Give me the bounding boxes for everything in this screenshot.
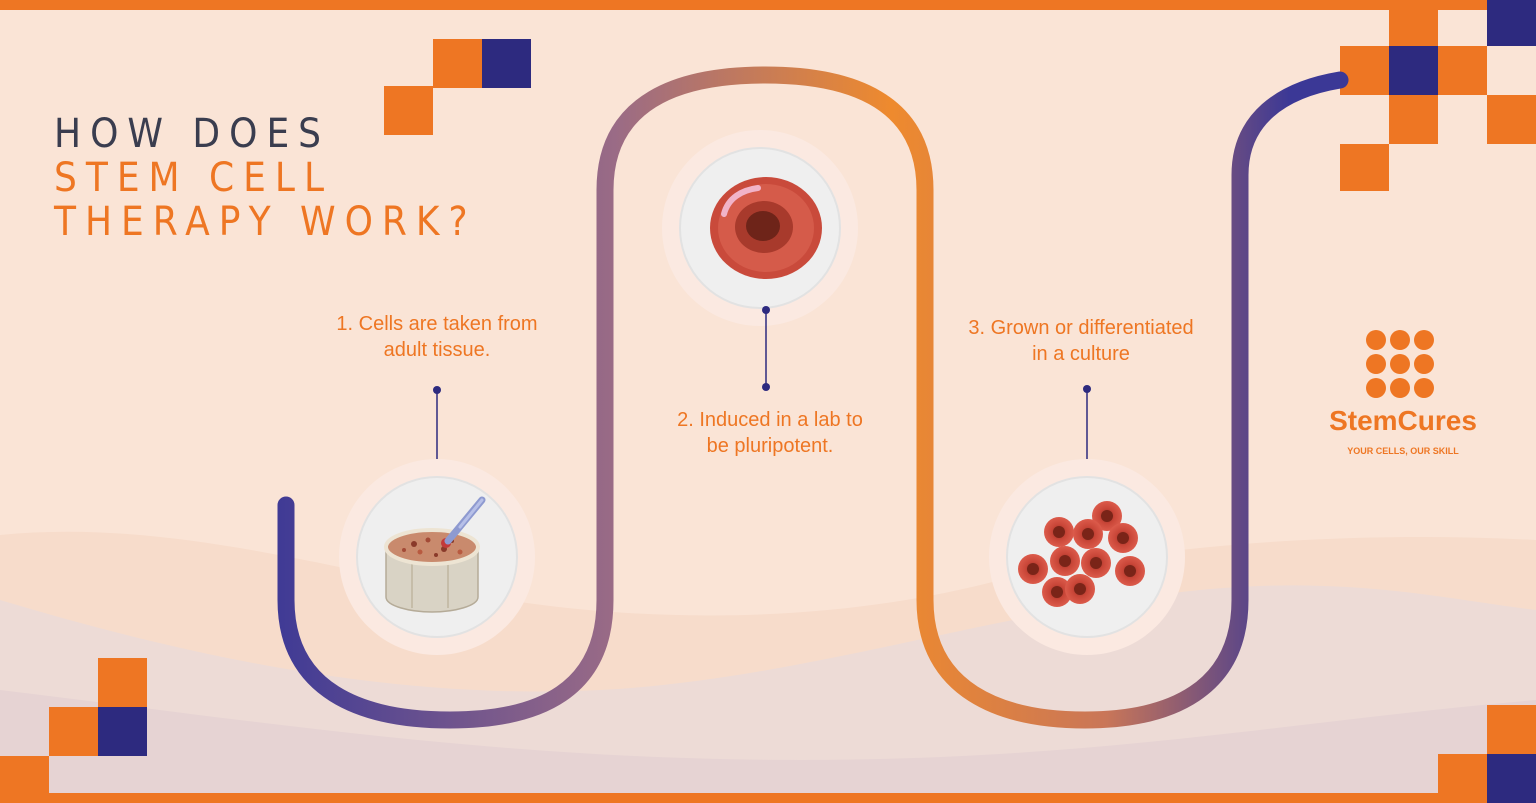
step3-icon-group — [989, 385, 1185, 655]
step3-text: 3. Grown or differentiated in a culture — [931, 315, 1231, 367]
step2-text: 2. Induced in a lab to be pluripotent. — [620, 407, 920, 459]
step1-line-1: 1. Cells are taken from — [336, 313, 538, 335]
page-title: HOW DOES STEM CELL THERAPY WORK? — [54, 112, 477, 244]
deco-square — [1487, 95, 1536, 144]
deco-square — [1487, 705, 1536, 754]
title-line-1: HOW DOES — [54, 111, 331, 157]
step1-icon-group — [339, 386, 535, 655]
red-cell-icon — [710, 177, 822, 279]
bone-marrow-icon — [384, 496, 486, 613]
deco-square — [98, 707, 147, 756]
deco-square — [1438, 46, 1487, 95]
step2-connector-dot — [762, 306, 770, 314]
step3-line-2: in a culture — [1032, 343, 1130, 365]
step1-line-2: adult tissue. — [383, 339, 491, 361]
deco-square — [49, 707, 98, 756]
title-line-2: STEM CELL — [54, 155, 333, 201]
wave-background-low — [0, 690, 1536, 803]
deco-square — [1487, 0, 1536, 46]
logo-dots-icon — [1366, 330, 1434, 398]
deco-square — [482, 39, 531, 88]
brand-tagline: YOUR CELLS, OUR SKILL — [1347, 446, 1459, 456]
step3-line-1: 3. Grown or differentiated — [968, 317, 1194, 339]
deco-square — [384, 86, 433, 135]
cell-cluster-icon — [1018, 501, 1145, 607]
deco-square — [1389, 0, 1438, 46]
step2-line-1: 2. Induced in a lab to — [677, 409, 863, 431]
deco-square — [1389, 95, 1438, 144]
top-bar — [0, 0, 1536, 10]
step2-line-2: be pluripotent. — [706, 435, 834, 457]
deco-square — [0, 756, 49, 803]
deco-square — [98, 658, 147, 707]
step1-text: 1. Cells are taken from adult tissue. — [287, 311, 587, 363]
deco-square — [1487, 754, 1536, 803]
deco-square — [433, 39, 482, 88]
deco-square — [1389, 46, 1438, 95]
step2-connector-dot — [762, 383, 770, 391]
bottom-bar — [0, 793, 1536, 803]
deco-square — [1340, 144, 1389, 191]
deco-square — [1340, 46, 1389, 95]
step2-icon-group — [662, 130, 858, 391]
process-path — [277, 66, 1349, 729]
title-line-3: THERAPY WORK? — [54, 199, 477, 245]
step3-connector-dot — [1083, 385, 1091, 393]
brand-name: StemCures — [1329, 405, 1477, 436]
deco-square — [1438, 754, 1487, 803]
step1-connector-dot — [433, 386, 441, 394]
